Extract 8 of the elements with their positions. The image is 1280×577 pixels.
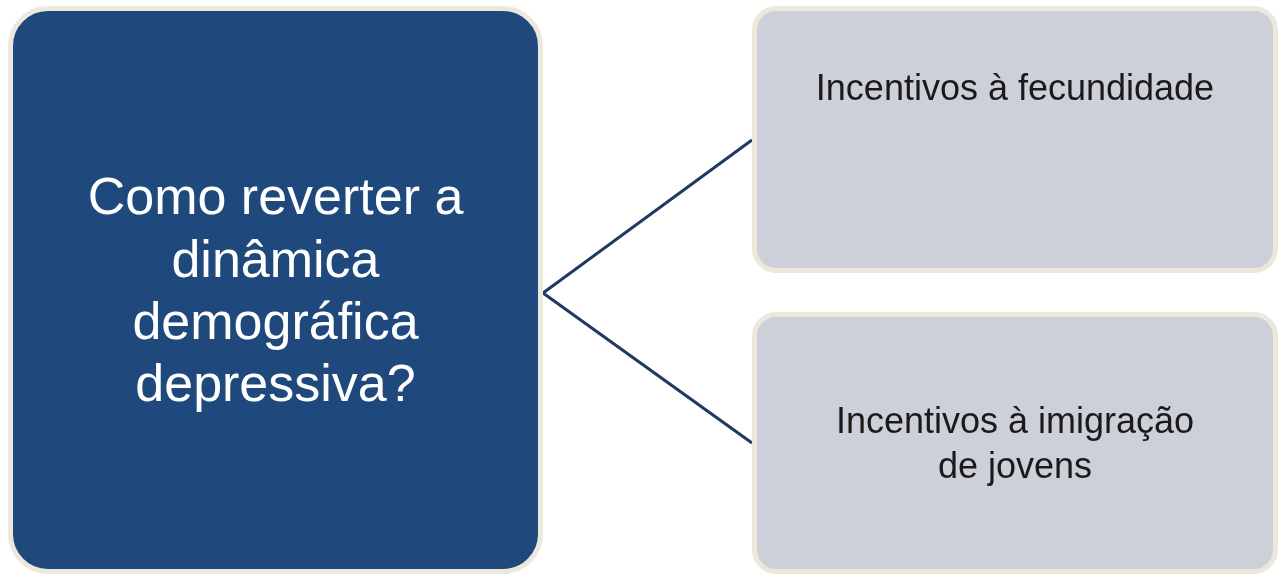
box-text: Como reverter a dinâmica demográfica depressiva? <box>86 166 465 415</box>
box-text: Incentivos à fecundidade <box>814 66 1216 110</box>
connector-line <box>542 291 753 445</box>
answer-box <box>752 6 1278 273</box>
question-box <box>8 6 543 574</box>
connector-line <box>542 138 753 295</box>
answer-box <box>752 312 1278 574</box>
box-text: Incentivos à imigração de jovens <box>834 399 1196 488</box>
